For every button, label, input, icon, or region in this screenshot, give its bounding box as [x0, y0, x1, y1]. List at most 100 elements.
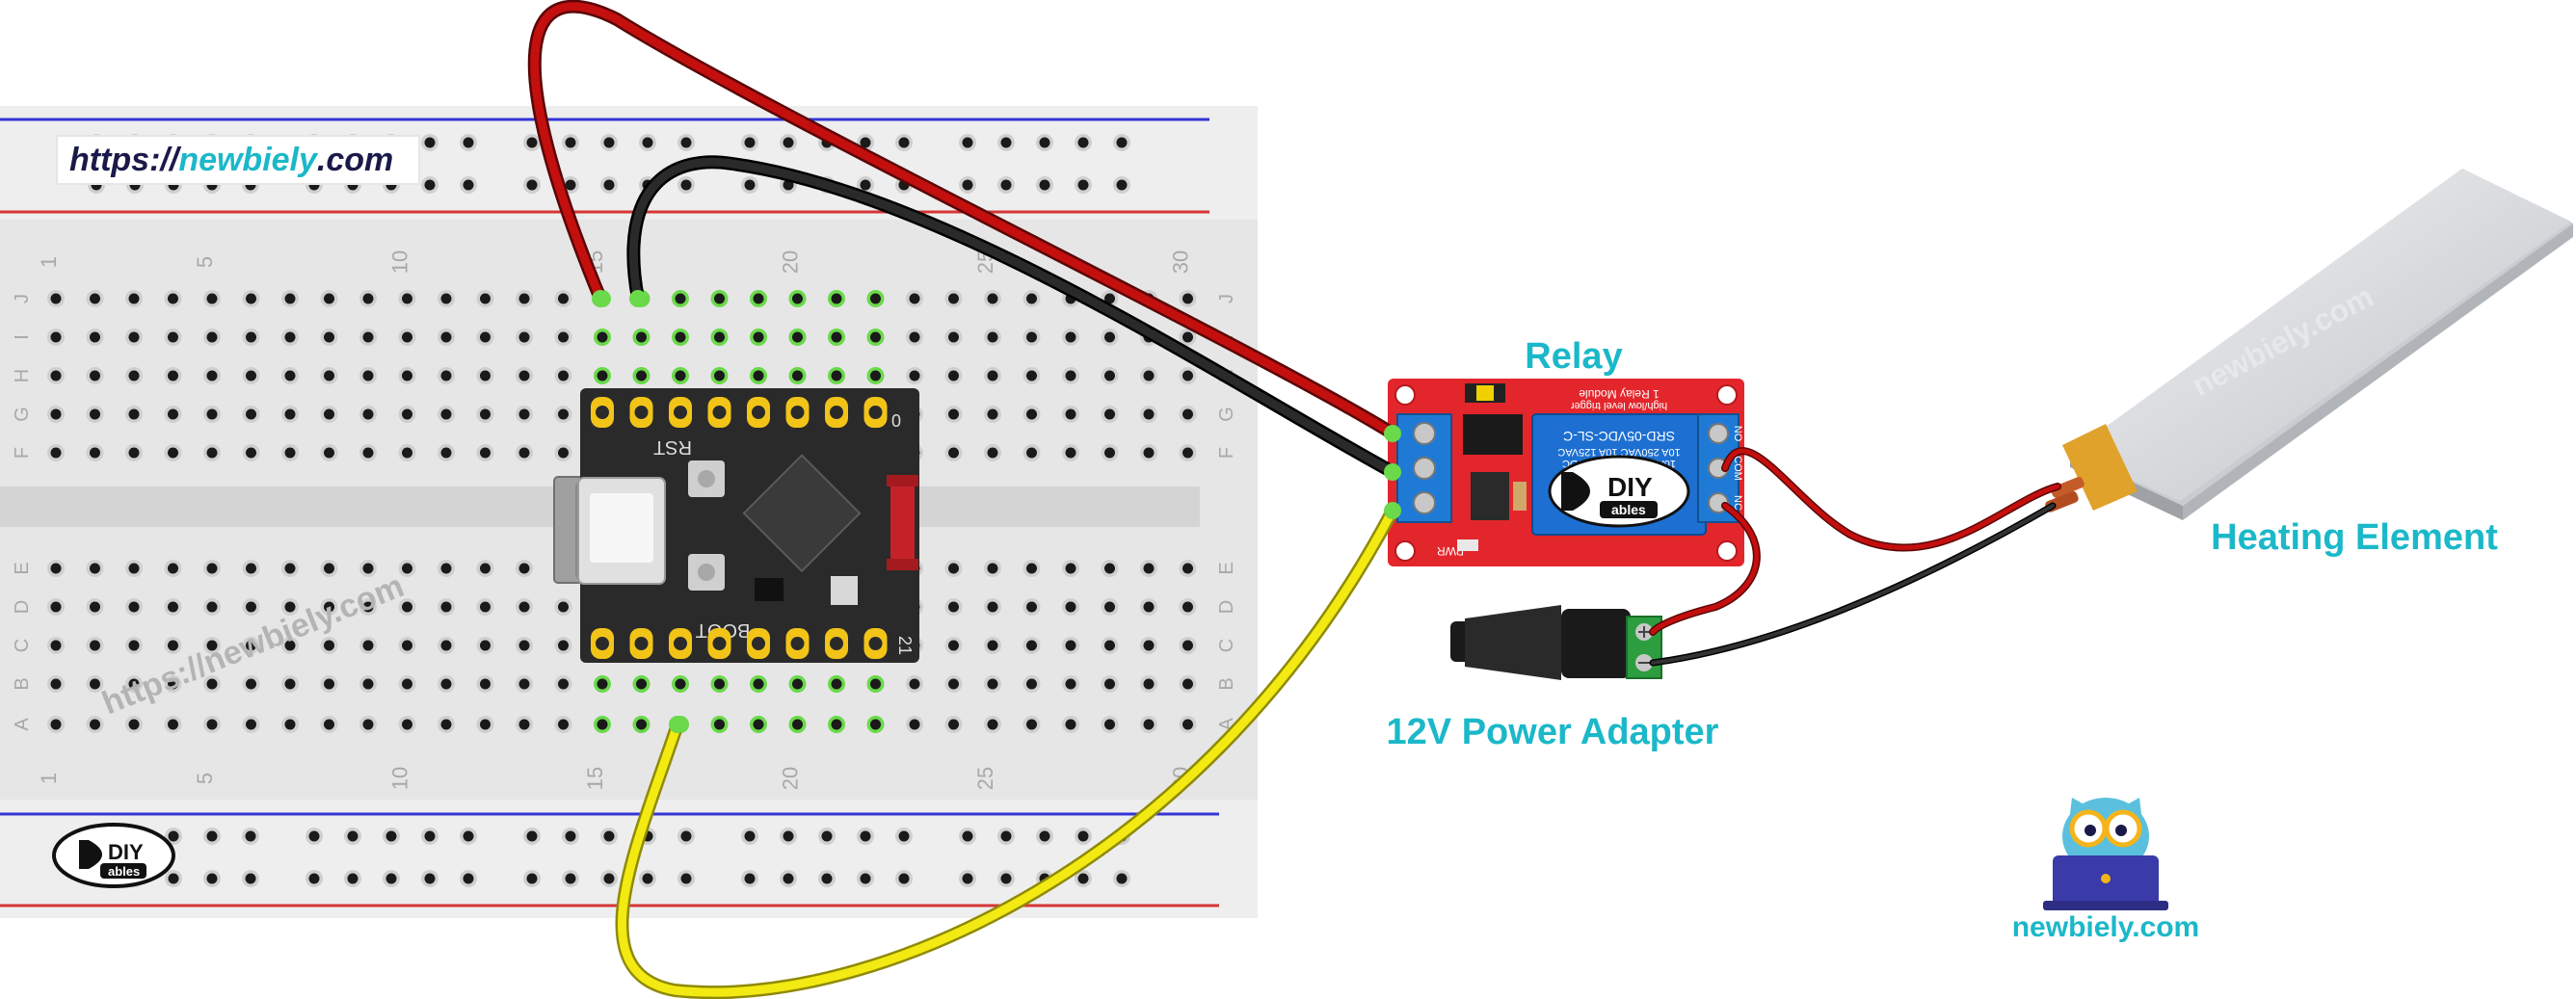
breadboard-hole-center — [1116, 179, 1128, 191]
breadboard-hole-center — [90, 447, 100, 459]
mcu-pad-hole — [790, 637, 805, 650]
row-letter: D — [12, 600, 33, 614]
breadboard-hole-center — [870, 293, 881, 304]
breadboard-hole-center — [783, 830, 794, 842]
breadboard-hole-center — [440, 408, 452, 420]
breadboard-hole-center — [948, 678, 959, 690]
breadboard-hole-center — [245, 873, 256, 884]
breadboard-hole-center — [424, 830, 436, 842]
ables-logo-text: ables — [108, 864, 140, 879]
breadboard-hole-center — [50, 563, 62, 574]
breadboard-hole-center — [480, 601, 491, 613]
breadboard-hole-center — [324, 640, 334, 651]
breadboard-hole-center — [597, 331, 608, 343]
breadboard-hole-center — [206, 563, 218, 574]
breadboard-hole-center — [558, 370, 569, 381]
breadboard-hole-center — [284, 293, 296, 304]
breadboard-hole-center — [744, 830, 756, 842]
breadboard-hole-center — [860, 137, 871, 148]
breadboard-hole-center — [1104, 678, 1115, 690]
column-number: 20 — [779, 250, 803, 274]
breadboard-hole-center — [50, 640, 62, 651]
breadboard-hole-center — [402, 447, 412, 459]
breadboard-hole-center — [385, 873, 397, 884]
breadboard-hole-center — [206, 447, 218, 459]
breadboard-hole-center — [898, 137, 910, 148]
breadboard-hole-center — [206, 830, 218, 842]
breadboard-hole-center — [518, 408, 530, 420]
breadboard-hole-center — [385, 830, 397, 842]
relay-nc-label: NC — [1732, 495, 1743, 511]
breadboard-hole-center — [792, 678, 803, 690]
breadboard-hole-center — [440, 331, 452, 343]
breadboard-hole-center — [526, 830, 538, 842]
breadboard-hole-center — [50, 408, 62, 420]
relay-module: SRD-05VDC-SL-C 10A 250VAC 10A 125VAC 10A… — [1388, 379, 1744, 566]
breadboard-hole-center — [1116, 873, 1128, 884]
breadboard-hole-center — [128, 563, 140, 574]
relay-no-label: NO — [1732, 426, 1743, 442]
breadboard-hole-center — [1065, 563, 1076, 574]
breadboard-hole-center — [206, 370, 218, 381]
breadboard-hole-center — [948, 331, 959, 343]
breadboard-hole-center — [246, 719, 256, 730]
breadboard-hole-center — [744, 873, 756, 884]
row-letter: H — [12, 369, 33, 382]
breadboard-hole-center — [744, 179, 756, 191]
breadboard-hole-center — [860, 179, 871, 191]
row-letter: B — [1216, 677, 1237, 690]
breadboard-hole-center — [402, 293, 412, 304]
breadboard-hole-center — [90, 719, 100, 730]
rst-label: RST — [653, 436, 692, 458]
breadboard-hole-center — [90, 640, 100, 651]
breadboard-hole-center — [206, 873, 218, 884]
pin-label-21: 21 — [895, 636, 915, 655]
breadboard-hole-center — [1065, 719, 1076, 730]
breadboard-hole-center — [168, 370, 178, 381]
column-number: 5 — [193, 256, 217, 268]
relay-subtitle-print: high/low level trigger — [1571, 400, 1668, 411]
breadboard-hole-center — [246, 563, 256, 574]
breadboard-hole-center — [284, 408, 296, 420]
breadboard-hole-center — [558, 640, 569, 651]
breadboard-hole-center — [1182, 331, 1193, 343]
breadboard-hole-center — [284, 719, 296, 730]
breadboard-hole-center — [558, 601, 569, 613]
breadboard-hole-center — [284, 563, 296, 574]
wires — [527, 0, 2061, 999]
breadboard-hole-center — [90, 293, 100, 304]
column-number: 30 — [1169, 250, 1193, 274]
breadboard-hole-center — [518, 719, 530, 730]
breadboard-hole-center — [518, 293, 530, 304]
breadboard-hole-center — [909, 293, 920, 304]
breadboard-hole-center — [1143, 447, 1155, 459]
breadboard-hole-center — [1026, 601, 1037, 613]
breadboard-hole-center — [440, 719, 452, 730]
breadboard-hole-center — [168, 640, 178, 651]
breadboard-hole-center — [480, 408, 491, 420]
column-number: 10 — [388, 767, 412, 790]
breadboard-hole-center — [128, 370, 140, 381]
breadboard-hole-center — [962, 179, 973, 191]
breadboard-hole-center — [362, 408, 374, 420]
breadboard-hole-center — [50, 447, 62, 459]
breadboard-hole-center — [206, 331, 218, 343]
breadboard-hole-center — [1104, 719, 1115, 730]
breadboard-hole-center — [518, 447, 530, 459]
mcu-pad-hole — [712, 406, 727, 419]
breadboard-hole-center — [792, 370, 803, 381]
breadboard-hole-center — [642, 873, 653, 884]
breadboard-hole-center — [518, 601, 530, 613]
breadboard-hole-center — [168, 447, 178, 459]
breadboard-hole-center — [962, 830, 973, 842]
breadboard-hole-center — [90, 408, 100, 420]
breadboard-hole-center — [603, 830, 615, 842]
breadboard-hole-center — [680, 179, 692, 191]
breadboard-hole-center — [831, 331, 842, 343]
column-number: 20 — [779, 767, 803, 790]
mcu-pads — [591, 397, 888, 659]
breadboard-hole-center — [831, 370, 842, 381]
breadboard-hole-center — [636, 719, 647, 730]
row-letter: E — [12, 562, 33, 574]
breadboard-hole-center — [246, 408, 256, 420]
